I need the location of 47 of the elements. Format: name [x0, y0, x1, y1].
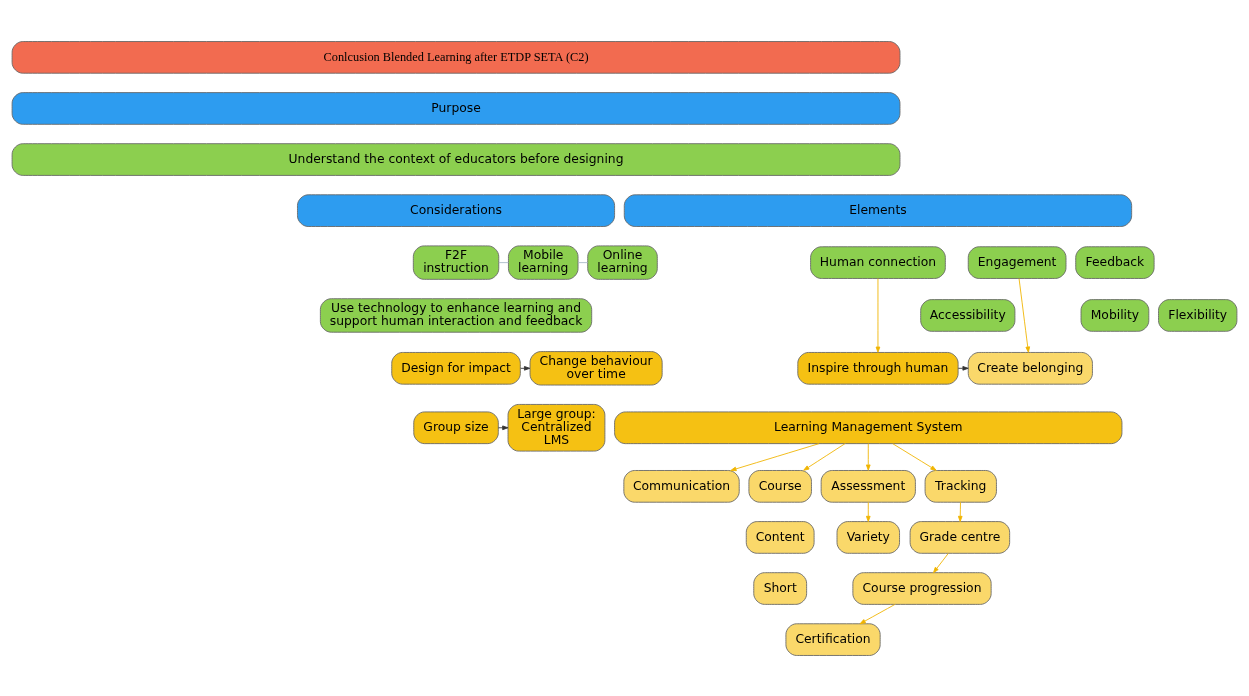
- node-box: Human connection: [810, 245, 946, 279]
- node-box: Group size: [413, 411, 499, 444]
- node-box: Learning Management System: [614, 411, 1123, 444]
- arrow: [933, 552, 949, 573]
- arrow: [730, 442, 820, 471]
- node-box: Content: [745, 520, 815, 554]
- node-box: Online learning: [587, 244, 658, 280]
- node-box: Elements: [623, 193, 1133, 227]
- arrow: [892, 442, 937, 471]
- node-box: Communication: [623, 469, 740, 503]
- node-box: Engagement: [967, 245, 1067, 279]
- node-box: Large group: Centralized LMS: [507, 403, 606, 452]
- node-box: Certification: [785, 622, 881, 656]
- connector: [498, 261, 509, 263]
- connector: [577, 261, 588, 263]
- arrow: [803, 442, 846, 471]
- node-box: Tracking: [924, 469, 997, 503]
- node-box: Flexibility: [1158, 298, 1238, 332]
- node-box: Accessibility: [920, 298, 1016, 332]
- arrow: [1018, 277, 1031, 353]
- arrow: [497, 425, 509, 430]
- node-box: Use technology to enhance learning and support human interaction and feedback: [319, 297, 593, 333]
- arrow: [957, 501, 963, 522]
- node-box: Create belonging: [967, 351, 1093, 385]
- node-box: Considerations: [297, 193, 616, 227]
- node-box: Course progression: [852, 571, 992, 605]
- node-box: Mobility: [1080, 298, 1150, 332]
- arrow: [859, 603, 896, 624]
- node-box: Variety: [836, 520, 900, 554]
- arrow: [866, 442, 871, 471]
- node-box: Understand the context of educators before designing: [11, 142, 901, 176]
- node-box: Design for impact: [391, 351, 521, 385]
- node-box: Short: [753, 571, 808, 605]
- node-box: F2F instruction: [412, 244, 500, 280]
- arrow: [957, 365, 969, 371]
- arrow: [866, 501, 871, 522]
- node-box: Assessment: [820, 469, 916, 503]
- node-box: Conlcusion Blended Learning after ETDP SETA (C2): [11, 40, 901, 74]
- node-box: Mobile learning: [508, 244, 579, 280]
- node-box: Grade centre: [909, 520, 1011, 554]
- arrow: [875, 277, 881, 353]
- node-box: Inspire through human: [797, 351, 959, 385]
- node-box: Course: [748, 469, 812, 503]
- node-box: Change behaviour over time: [529, 350, 663, 385]
- node-box: Feedback: [1075, 245, 1155, 279]
- arrow: [520, 365, 531, 371]
- node-box: Purpose: [11, 91, 901, 125]
